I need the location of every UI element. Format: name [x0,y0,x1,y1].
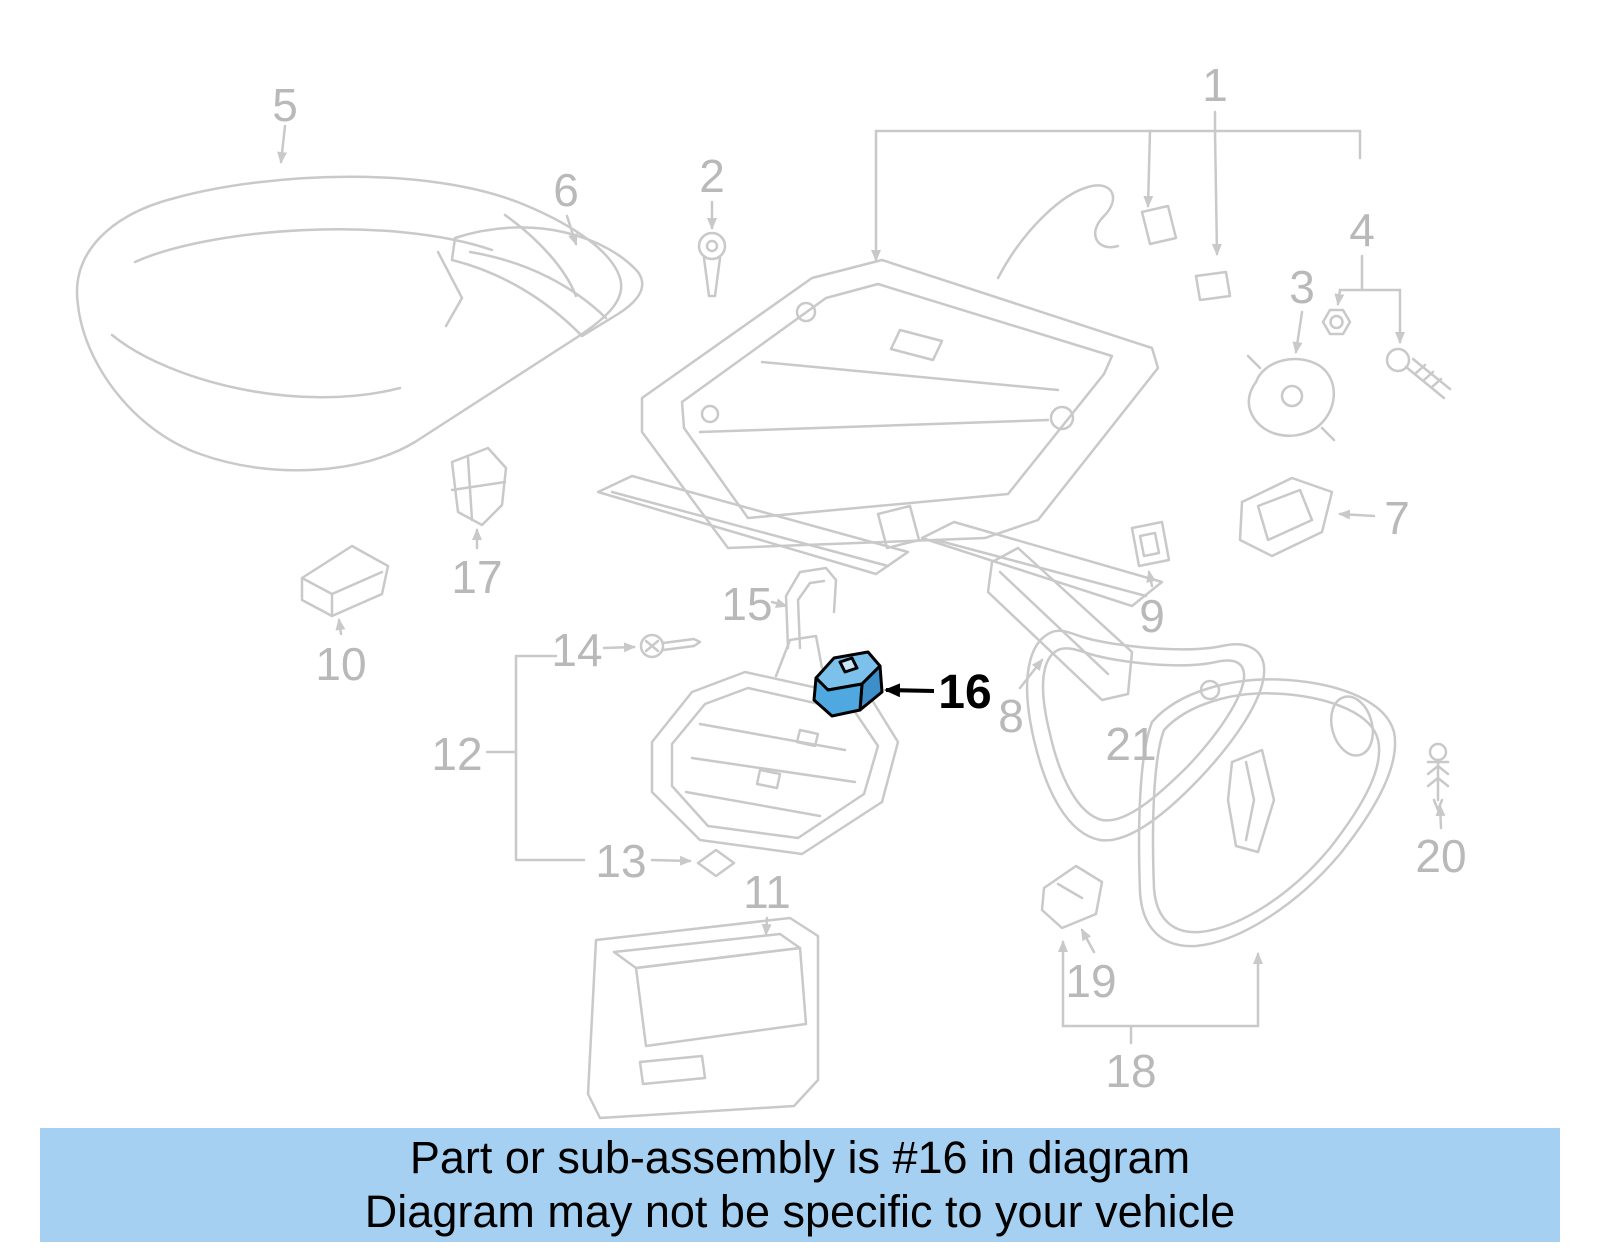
seat-cushion-drawing [75,175,623,472]
callout-1: 1 [1202,59,1228,111]
leader-lines [277,110,1446,1045]
callout-6: 6 [553,164,579,216]
banner-line-2: Diagram may not be specific to your vehi… [364,1186,1236,1237]
recliner-motor-drawing [1246,354,1336,442]
callout-10: 10 [315,638,367,690]
seat-pan-drawing [650,634,900,856]
slide-cover-10-drawing [300,544,390,618]
bracket-19-drawing [1040,864,1104,930]
callout-15: 15 [721,578,773,630]
callout-4: 4 [1349,204,1375,256]
clip-13-drawing [696,848,736,878]
callout-21: 21 [1105,718,1157,770]
highlighted-part-callout: 16 [938,666,992,719]
part-16-arrow [884,683,935,698]
callout-17: 17 [451,551,503,603]
screw-2-drawing [697,231,727,298]
callout-9: 9 [1139,590,1165,642]
bolt-and-nut-drawing [1321,308,1452,400]
callout-3: 3 [1289,261,1315,313]
callout-11: 11 [743,866,791,918]
callout-7: 7 [1384,492,1410,544]
seat-frame-drawing [596,258,1164,608]
clamp-17-drawing [450,446,508,527]
callout-13: 13 [595,835,647,887]
side-shield-drawing [1137,678,1397,948]
bracket-7-drawing [1238,476,1334,558]
callout-19: 19 [1065,955,1117,1007]
callout-20: 20 [1415,830,1467,882]
cable-drawing [996,184,1232,302]
callout-14: 14 [551,624,603,676]
drawer-drawing [586,916,820,1120]
callout-8: 8 [998,690,1024,742]
callout-5: 5 [272,79,298,131]
seat-bolster-drawing [450,226,644,338]
spacer-9-drawing [1130,520,1171,568]
callout-18: 18 [1105,1045,1157,1097]
highlighted-part-16 [812,650,884,718]
trim-strip-8-drawing [986,546,1134,702]
push-pin-20-drawing [1426,742,1450,812]
bolt-14-drawing [639,633,702,659]
callout-2: 2 [699,150,725,202]
callout-12: 12 [431,728,483,780]
banner-line-1: Part or sub-assembly is #16 in diagram [409,1132,1191,1183]
diagram-note-banner: Part or sub-assembly is #16 in diagram D… [40,1128,1560,1242]
